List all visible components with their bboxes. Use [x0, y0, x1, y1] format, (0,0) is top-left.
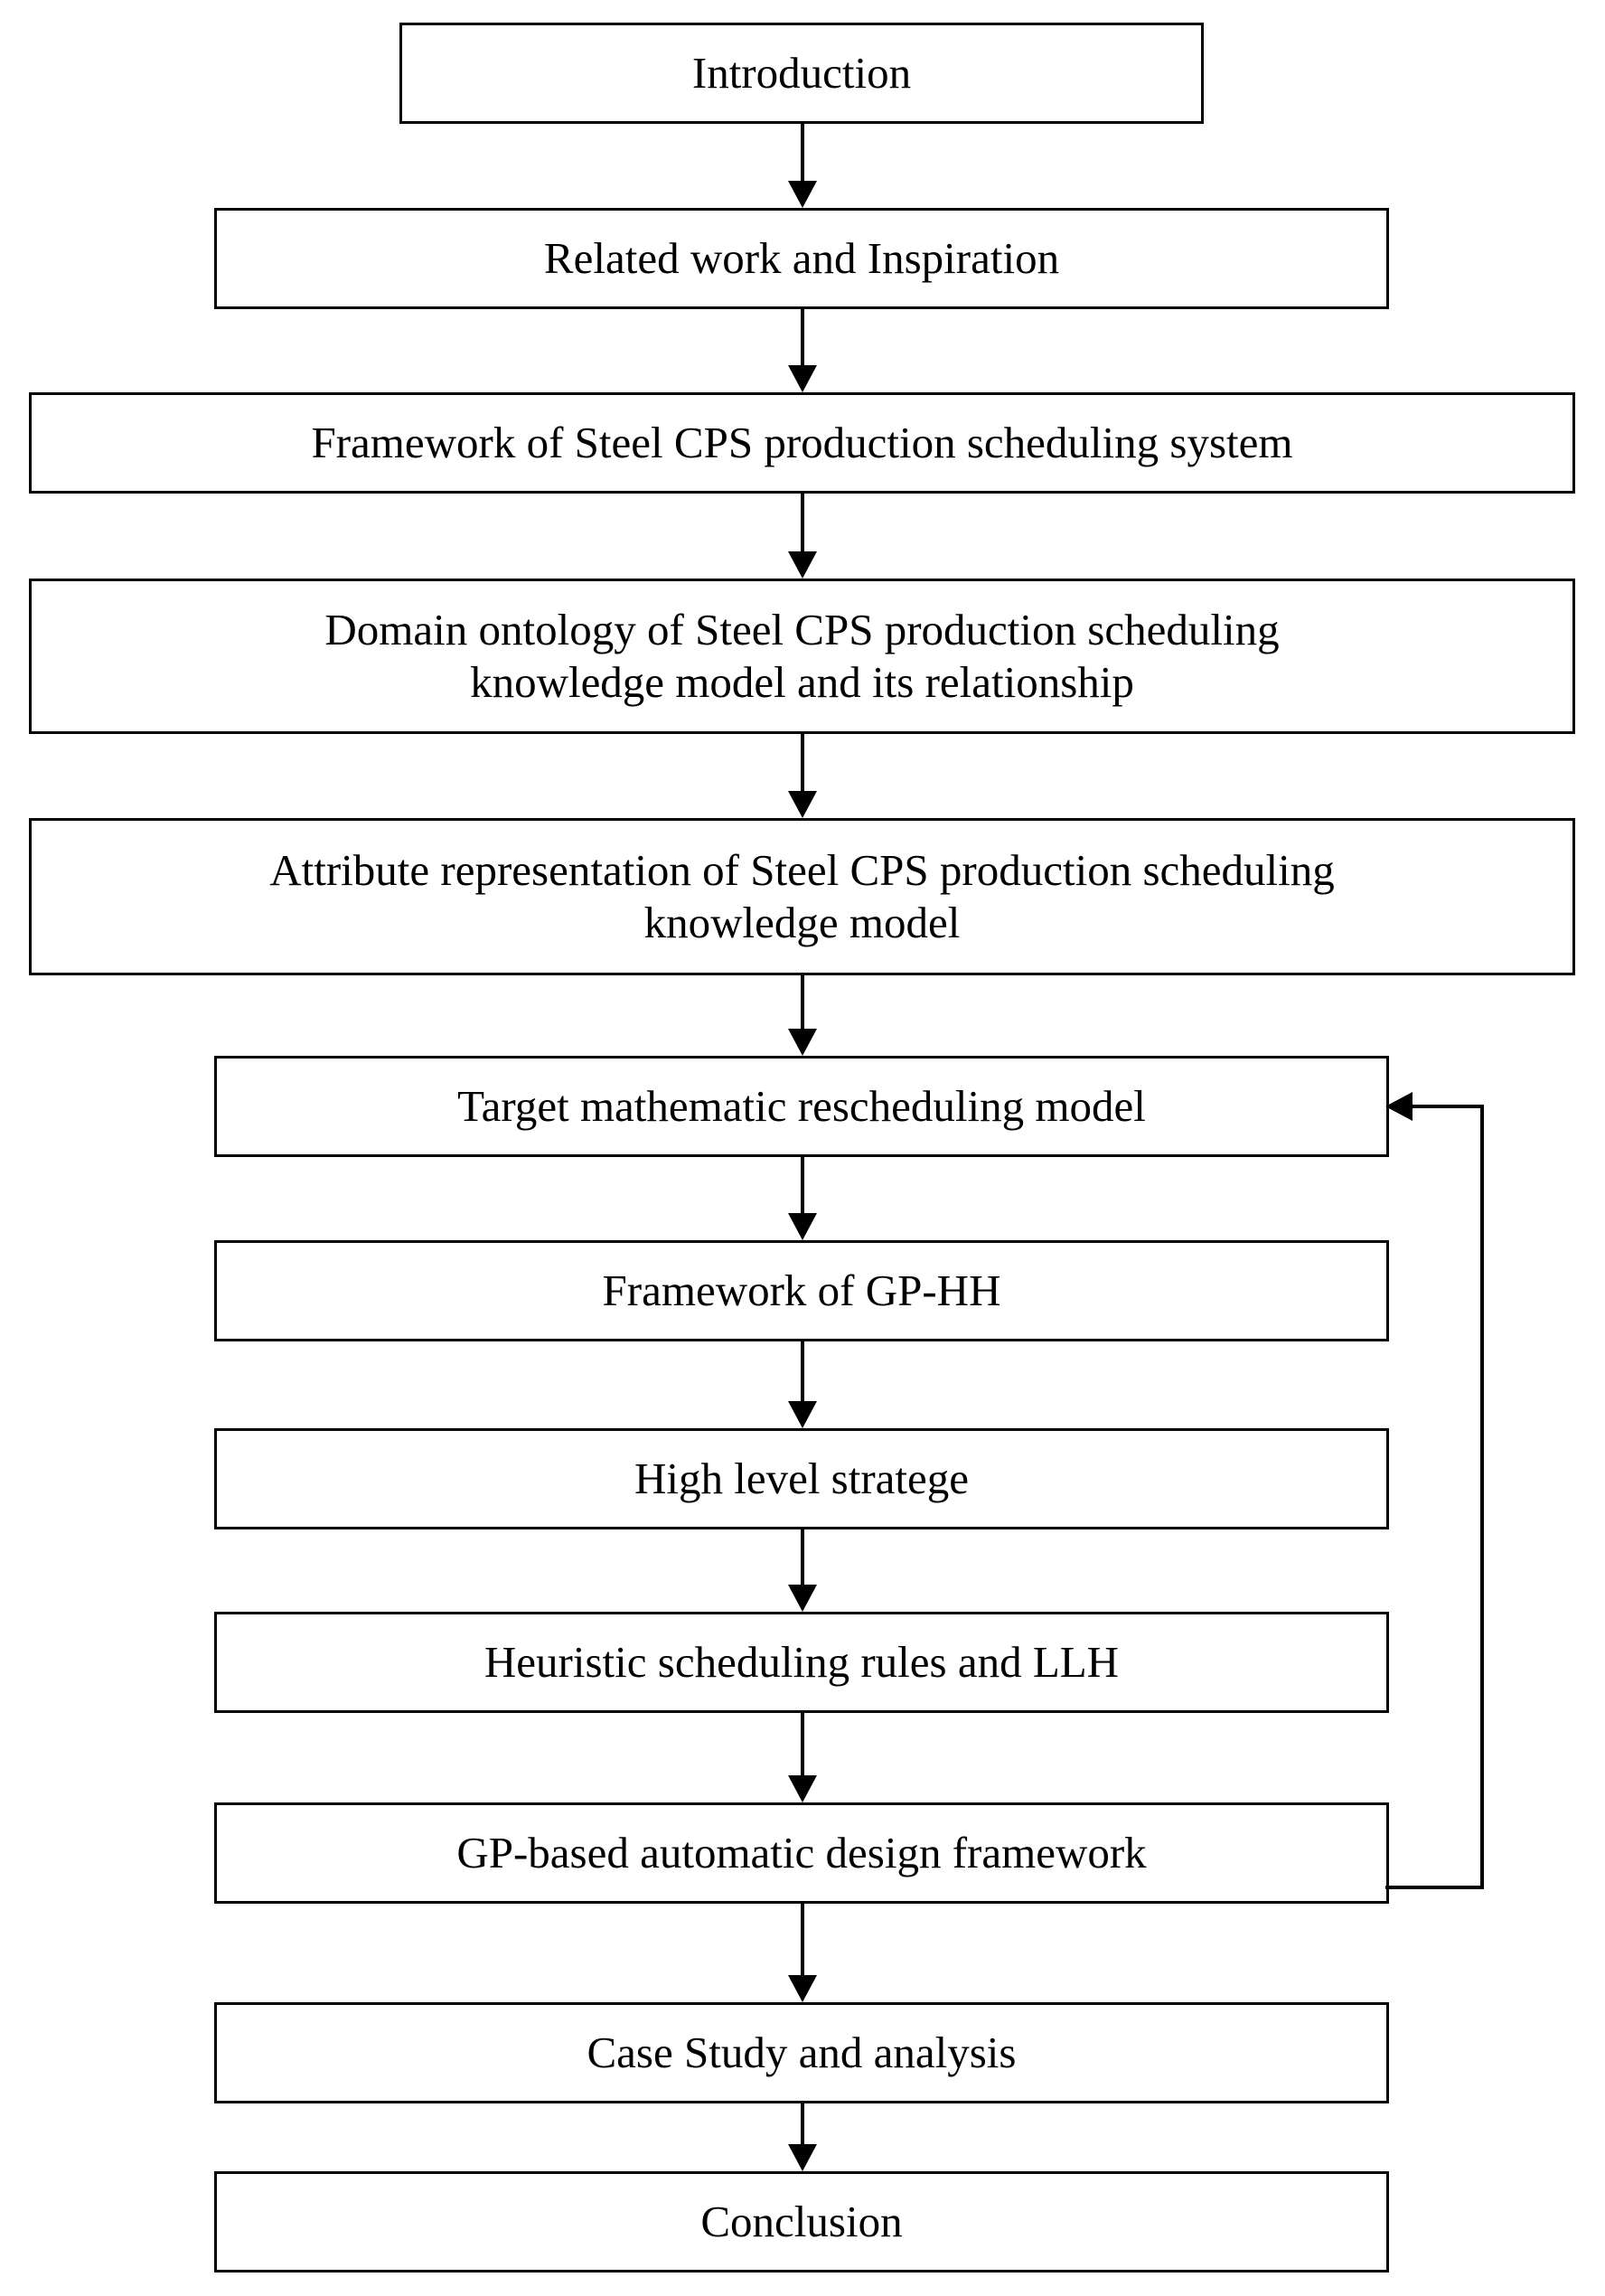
arrow-icon-domain-ontology-to-attribute-representation [788, 791, 817, 818]
node-label: Framework of Steel CPS production schedu… [311, 418, 1293, 468]
node-high-level-stratege[interactable]: High level stratege [214, 1428, 1389, 1529]
arrow-icon-related-work-to-framework [788, 365, 817, 392]
edge-line-gp-based-framework-to-case-study [801, 1904, 804, 1977]
arrow-icon-heuristic-rules-to-gp-based-framework [788, 1775, 817, 1802]
node-label: Related work and Inspiration [543, 233, 1060, 284]
node-introduction[interactable]: Introduction [399, 23, 1204, 124]
node-label: Conclusion [700, 2197, 903, 2247]
node-attribute-representation-of-steel-cps-production-scheduling-knowledge-model[interactable]: Attribute representation of Steel CPS pr… [29, 818, 1575, 975]
edge-line-gp-hh-framework-to-high-level-stratege [801, 1341, 804, 1403]
arrow-icon-attribute-representation-to-target-model [788, 1029, 817, 1056]
node-framework-of-gp-hh[interactable]: Framework of GP-HH [214, 1240, 1389, 1341]
arrow-icon-gp-hh-framework-to-high-level-stratege [788, 1401, 817, 1428]
node-label: GP-based automatic design framework [456, 1828, 1147, 1878]
node-label: Introduction [691, 48, 912, 99]
node-label: Case Study and analysis [587, 2028, 1017, 2078]
node-label: Target mathematic rescheduling model [457, 1081, 1146, 1132]
node-framework-of-steel-cps-production-scheduling-system[interactable]: Framework of Steel CPS production schedu… [29, 392, 1575, 494]
edge-line-feedback-gp-based-framework-to-target-model-top [1413, 1105, 1484, 1108]
edge-line-framework-to-domain-ontology [801, 494, 804, 553]
edge-line-feedback-gp-based-framework-to-target-model-bottom [1385, 1886, 1482, 1889]
node-target-mathematic-rescheduling-model[interactable]: Target mathematic rescheduling model [214, 1056, 1389, 1157]
arrow-icon-gp-based-framework-to-case-study [788, 1975, 817, 2002]
edge-line-heuristic-rules-to-gp-based-framework [801, 1713, 804, 1777]
arrow-icon-feedback-gp-based-framework-to-target-model [1385, 1092, 1413, 1121]
node-label: Domain ontology of Steel CPS production … [324, 605, 1280, 707]
node-label: Framework of GP-HH [602, 1266, 1001, 1316]
arrow-icon-case-study-to-conclusion [788, 2144, 817, 2171]
node-related-work-and-inspiration[interactable]: Related work and Inspiration [214, 208, 1389, 309]
arrow-icon-introduction-to-related-work [788, 181, 817, 208]
node-label: Attribute representation of Steel CPS pr… [269, 845, 1335, 947]
arrow-icon-target-model-to-gp-hh-framework [788, 1213, 817, 1240]
node-gp-based-automatic-design-framework[interactable]: GP-based automatic design framework [214, 1802, 1389, 1904]
node-case-study-and-analysis[interactable]: Case Study and analysis [214, 2002, 1389, 2103]
edge-line-high-level-stratege-to-heuristic-rules [801, 1529, 804, 1586]
node-conclusion[interactable]: Conclusion [214, 2171, 1389, 2272]
edge-line-attribute-representation-to-target-model [801, 975, 804, 1030]
edge-line-target-model-to-gp-hh-framework [801, 1157, 804, 1215]
edge-line-domain-ontology-to-attribute-representation [801, 734, 804, 793]
node-label: Heuristic scheduling rules and LLH [483, 1637, 1120, 1688]
node-heuristic-scheduling-rules-and-llh[interactable]: Heuristic scheduling rules and LLH [214, 1612, 1389, 1713]
arrow-icon-framework-to-domain-ontology [788, 551, 817, 579]
node-domain-ontology-of-steel-cps-production-scheduling-knowledge-model[interactable]: Domain ontology of Steel CPS production … [29, 579, 1575, 734]
edge-line-introduction-to-related-work [801, 124, 804, 183]
edge-line-feedback-gp-based-framework-to-target-model-vertical [1480, 1105, 1484, 1889]
edge-line-related-work-to-framework [801, 309, 804, 367]
node-label: High level stratege [634, 1454, 970, 1504]
edge-line-case-study-to-conclusion [801, 2103, 804, 2146]
arrow-icon-high-level-stratege-to-heuristic-rules [788, 1585, 817, 1612]
